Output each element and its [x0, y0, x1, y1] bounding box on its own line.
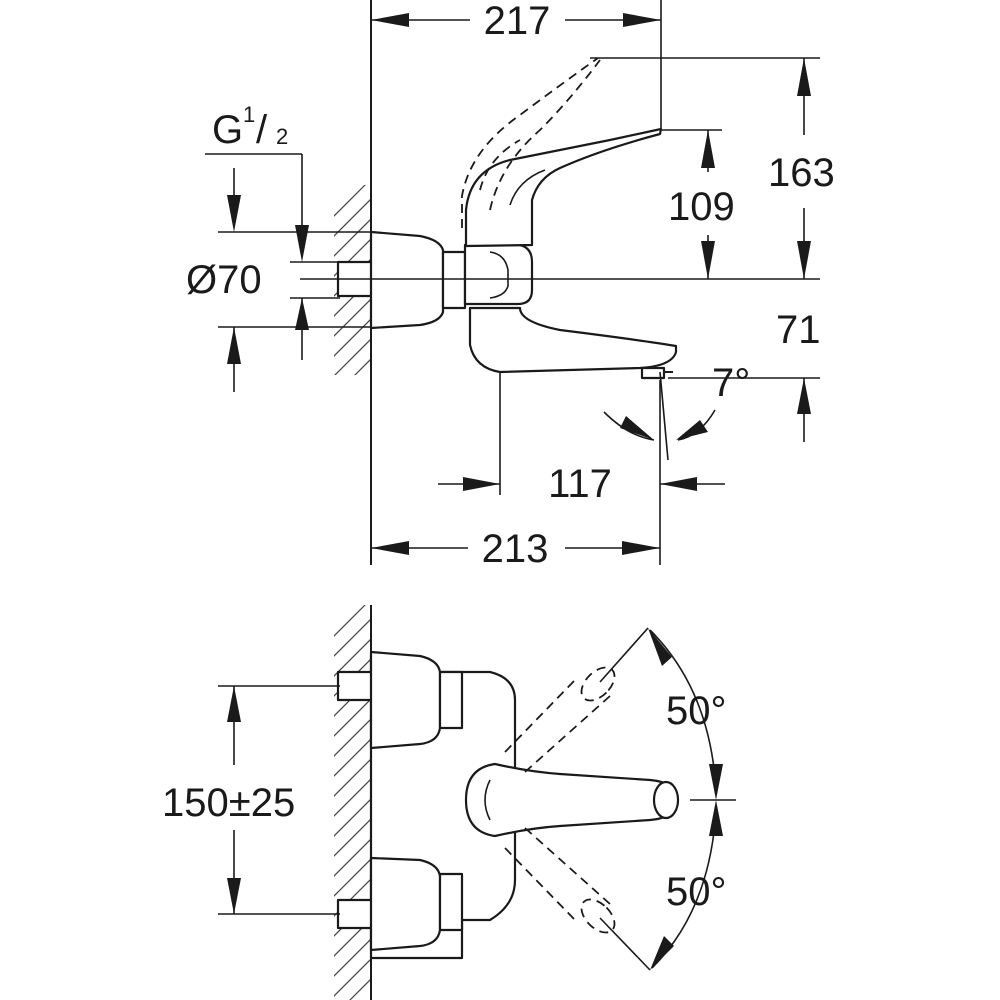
lever-handle	[464, 127, 663, 248]
dimension-diameter: Ø70	[186, 168, 372, 392]
dimension-150: 150±25	[162, 685, 340, 915]
lever-tip	[652, 780, 680, 820]
dimension-117-label: 117	[548, 462, 612, 506]
dimension-213-label: 213	[482, 527, 549, 571]
valve-upper	[438, 670, 464, 730]
dimension-109: 109	[662, 129, 735, 279]
angle-50-down-label: 50°	[666, 870, 727, 914]
dimension-217: 217	[371, 0, 662, 128]
angle-50-up-label: 50°	[666, 689, 727, 733]
side-view: 217 G 1 / 2 Ø70	[186, 0, 835, 571]
angle-50-down: 50°	[650, 800, 727, 970]
spout	[468, 306, 678, 374]
dimension-117: 117	[438, 372, 725, 565]
lever-swing-down-dashed	[504, 827, 616, 934]
dimension-213: 213	[371, 527, 660, 571]
flange-upper	[369, 650, 442, 750]
inlet-stub-lower	[336, 898, 374, 930]
dimension-71-label: 71	[776, 308, 821, 352]
lever-plan	[464, 762, 680, 838]
thread-label-slash: /	[256, 108, 268, 152]
lever-swing-up-dashed	[504, 666, 616, 773]
valve-body	[441, 250, 467, 310]
thread-label-sup: 1	[243, 102, 255, 127]
angle-7: 7°	[603, 361, 750, 461]
angle-50-up: 50°	[648, 628, 727, 800]
flange-lower	[369, 856, 442, 952]
wall-flange	[369, 230, 445, 330]
dimension-150-label: 150±25	[162, 781, 295, 825]
dimension-109-label: 109	[668, 185, 735, 229]
inlet-stub-upper	[336, 670, 374, 702]
angle-7-label: 7°	[712, 361, 750, 405]
plan-view: 50° 50° 150±25	[162, 605, 736, 1000]
dimension-diameter-label: Ø70	[186, 258, 262, 302]
dimension-163-label: 163	[768, 151, 835, 195]
valve-housing	[463, 243, 534, 306]
dimension-163: 163	[590, 57, 835, 279]
valve-lower	[438, 872, 464, 932]
lever-raised-dashed	[461, 57, 599, 228]
thread-label: G 1 / 2	[205, 102, 340, 360]
dimension-71: 71	[668, 308, 821, 442]
dimension-217-label: 217	[484, 0, 551, 43]
thread-label-sub: 2	[276, 124, 288, 149]
thread-label-main: G	[212, 108, 243, 152]
